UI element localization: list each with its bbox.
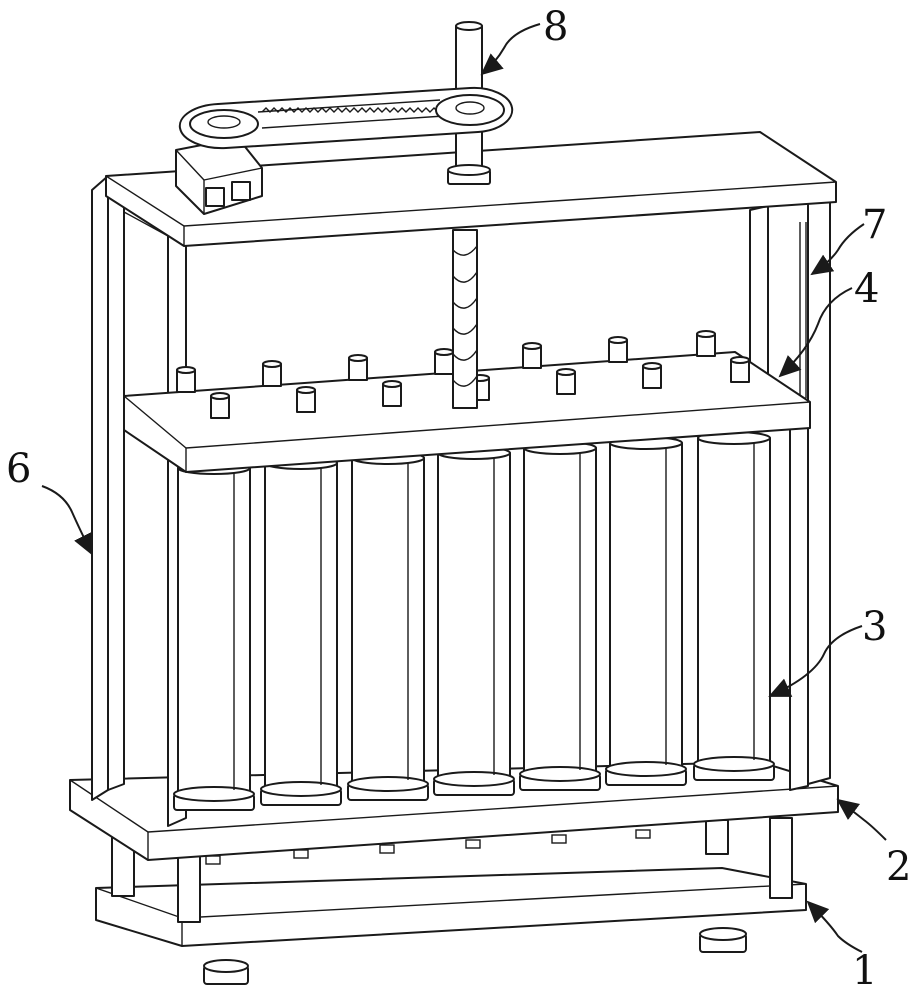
cylinder (433, 446, 515, 796)
callout-3: 3 (862, 604, 887, 650)
base-plate (95, 867, 807, 947)
plate-pin (696, 330, 716, 357)
cylinder (260, 456, 342, 806)
leader-lines (41, 23, 887, 953)
callout-8: 8 (543, 4, 568, 50)
plate-underside-bolts (205, 829, 651, 865)
callout-6: 6 (6, 446, 31, 492)
callout-1: 1 (852, 948, 877, 994)
plate-pin (176, 366, 196, 393)
callout-7: 7 (862, 202, 887, 248)
plate-pin (434, 348, 454, 375)
motor-pulley (189, 109, 259, 139)
cylinder (173, 461, 255, 811)
left-side-frame (91, 175, 187, 827)
plate-pin (642, 362, 662, 389)
plate-pin (262, 360, 282, 387)
lead-screw (452, 229, 478, 409)
top-frame (105, 131, 837, 247)
cylinder (519, 441, 601, 791)
cylinder-row (173, 431, 775, 811)
cylinder (347, 451, 429, 801)
plate-pin (348, 354, 368, 381)
callout-4: 4 (854, 266, 879, 312)
plate-pin (522, 342, 542, 369)
base-feet (203, 927, 747, 985)
plate-pin (608, 336, 628, 363)
plate-pin (296, 386, 316, 413)
cylinder (693, 431, 775, 781)
shaft-pulley (435, 94, 505, 126)
middle-plate (123, 351, 811, 473)
plate-pin (556, 368, 576, 395)
cylinder (605, 436, 687, 786)
toothed-belt (178, 86, 514, 150)
plate-pin (210, 392, 230, 419)
plate-pin (382, 380, 402, 407)
plate-pin (730, 356, 750, 383)
callout-2: 2 (886, 844, 911, 890)
middle-plate-pins (176, 330, 750, 419)
